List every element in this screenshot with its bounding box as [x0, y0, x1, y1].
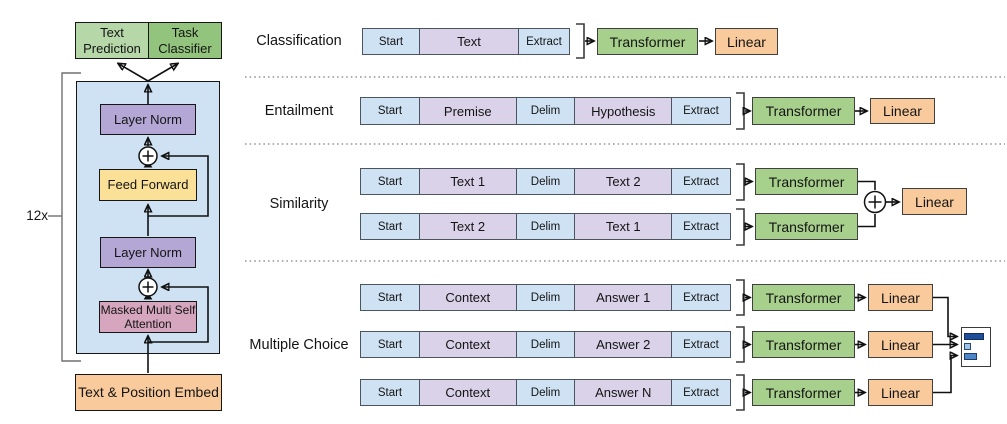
token-start: Start: [360, 213, 420, 240]
token-delim: Delim: [515, 379, 576, 406]
similarity-wires: [736, 163, 898, 246]
token-content: Text 2: [418, 213, 517, 240]
token-content: Context: [418, 379, 517, 406]
score-bar: [964, 353, 977, 360]
token-content: Context: [418, 331, 517, 358]
transformer-box: Transformer: [752, 97, 855, 125]
token-delim: Delim: [515, 331, 576, 358]
linear-box: Linear: [902, 188, 967, 215]
token-start: Start: [360, 97, 420, 125]
score-bar: [964, 333, 984, 340]
multiple-choice-wires: [736, 279, 956, 411]
token-delim: Delim: [515, 168, 576, 195]
linear-box: Linear: [868, 379, 933, 406]
extract-bracket: [736, 92, 745, 130]
feed-forward-block: Feed Forward: [99, 169, 197, 201]
token-content: Hypothesis: [574, 97, 673, 125]
layer-norm-block: Layer Norm: [100, 237, 196, 268]
residual-connection: [148, 156, 209, 217]
input-sequence-row: Start Text 1 Delim Text 2 Extract: [360, 168, 731, 195]
score-bar: [964, 343, 971, 350]
token-content: Answer 2: [574, 331, 673, 358]
linear-box: Linear: [870, 98, 935, 124]
token-extract: Extract: [518, 28, 570, 55]
extract-bracket: [576, 23, 585, 59]
token-content: Premise: [418, 97, 517, 125]
token-content: Answer N: [574, 379, 673, 406]
classification-wires: [576, 23, 711, 59]
residual-connection: [148, 287, 209, 343]
transformer-box: Transformer: [755, 168, 858, 195]
choice-scores-chart: [961, 327, 991, 367]
token-start: Start: [362, 28, 420, 55]
task-classifier-head: Task Classifier: [148, 22, 222, 59]
token-extract: Extract: [671, 331, 731, 358]
input-sequence-row: Start Text 2 Delim Text 1 Extract: [360, 213, 731, 240]
token-delim: Delim: [515, 213, 576, 240]
task-label-entailment: Entailment: [264, 103, 334, 119]
token-extract: Extract: [671, 168, 731, 195]
transformer-box: Transformer: [597, 28, 698, 55]
task-label-similarity: Similarity: [269, 196, 329, 212]
token-content: Answer 1: [574, 284, 673, 311]
input-sequence-row: Start Context Delim Answer N Extract: [360, 379, 731, 406]
input-sequence-row: Start Premise Delim Hypothesis Extract: [360, 97, 731, 125]
extract-bracket: [736, 279, 745, 316]
stack-flow-arrows: [119, 64, 209, 373]
text-position-embed-block: Text & Position Embed: [75, 374, 222, 411]
linear-box: Linear: [715, 28, 778, 55]
text-prediction-head: Text Prediction: [75, 22, 149, 59]
masked-self-attention-block: Masked Multi Self Attention: [99, 301, 197, 333]
transformer-box: Transformer: [752, 331, 855, 358]
extract-bracket: [736, 326, 745, 363]
linear-box: Linear: [868, 331, 933, 358]
token-start: Start: [360, 331, 420, 358]
token-content: Text 2: [574, 168, 673, 195]
transformer-box: Transformer: [752, 284, 855, 311]
entailment-wires: [736, 92, 866, 130]
token-delim: Delim: [515, 97, 576, 125]
input-sequence-row: Start Context Delim Answer 1 Extract: [360, 284, 731, 311]
token-extract: Extract: [671, 379, 731, 406]
token-start: Start: [360, 284, 420, 311]
task-label-multiple-choice: Multiple Choice: [249, 337, 349, 353]
transformer-box: Transformer: [752, 379, 855, 406]
input-sequence-row: Start Text Extract: [362, 28, 570, 55]
repeat-bracket: [48, 72, 81, 362]
token-content: Text 1: [418, 168, 517, 195]
input-sequence-row: Start Context Delim Answer 2 Extract: [360, 331, 731, 358]
extract-bracket: [736, 374, 745, 411]
token-delim: Delim: [515, 284, 576, 311]
token-content: Context: [418, 284, 517, 311]
layer-norm-block: Layer Norm: [100, 104, 196, 135]
task-label-classification: Classification: [256, 33, 342, 49]
transformer-box: Transformer: [755, 213, 858, 240]
token-extract: Extract: [671, 97, 731, 125]
token-start: Start: [360, 379, 420, 406]
repeat-count-label: 12x: [26, 208, 48, 223]
token-extract: Extract: [671, 284, 731, 311]
token-start: Start: [360, 168, 420, 195]
token-content: Text 1: [574, 213, 673, 240]
extract-bracket: [736, 163, 745, 201]
linear-box: Linear: [868, 284, 933, 311]
extract-bracket: [736, 208, 745, 246]
token-extract: Extract: [671, 213, 731, 240]
token-content: Text: [418, 28, 520, 55]
